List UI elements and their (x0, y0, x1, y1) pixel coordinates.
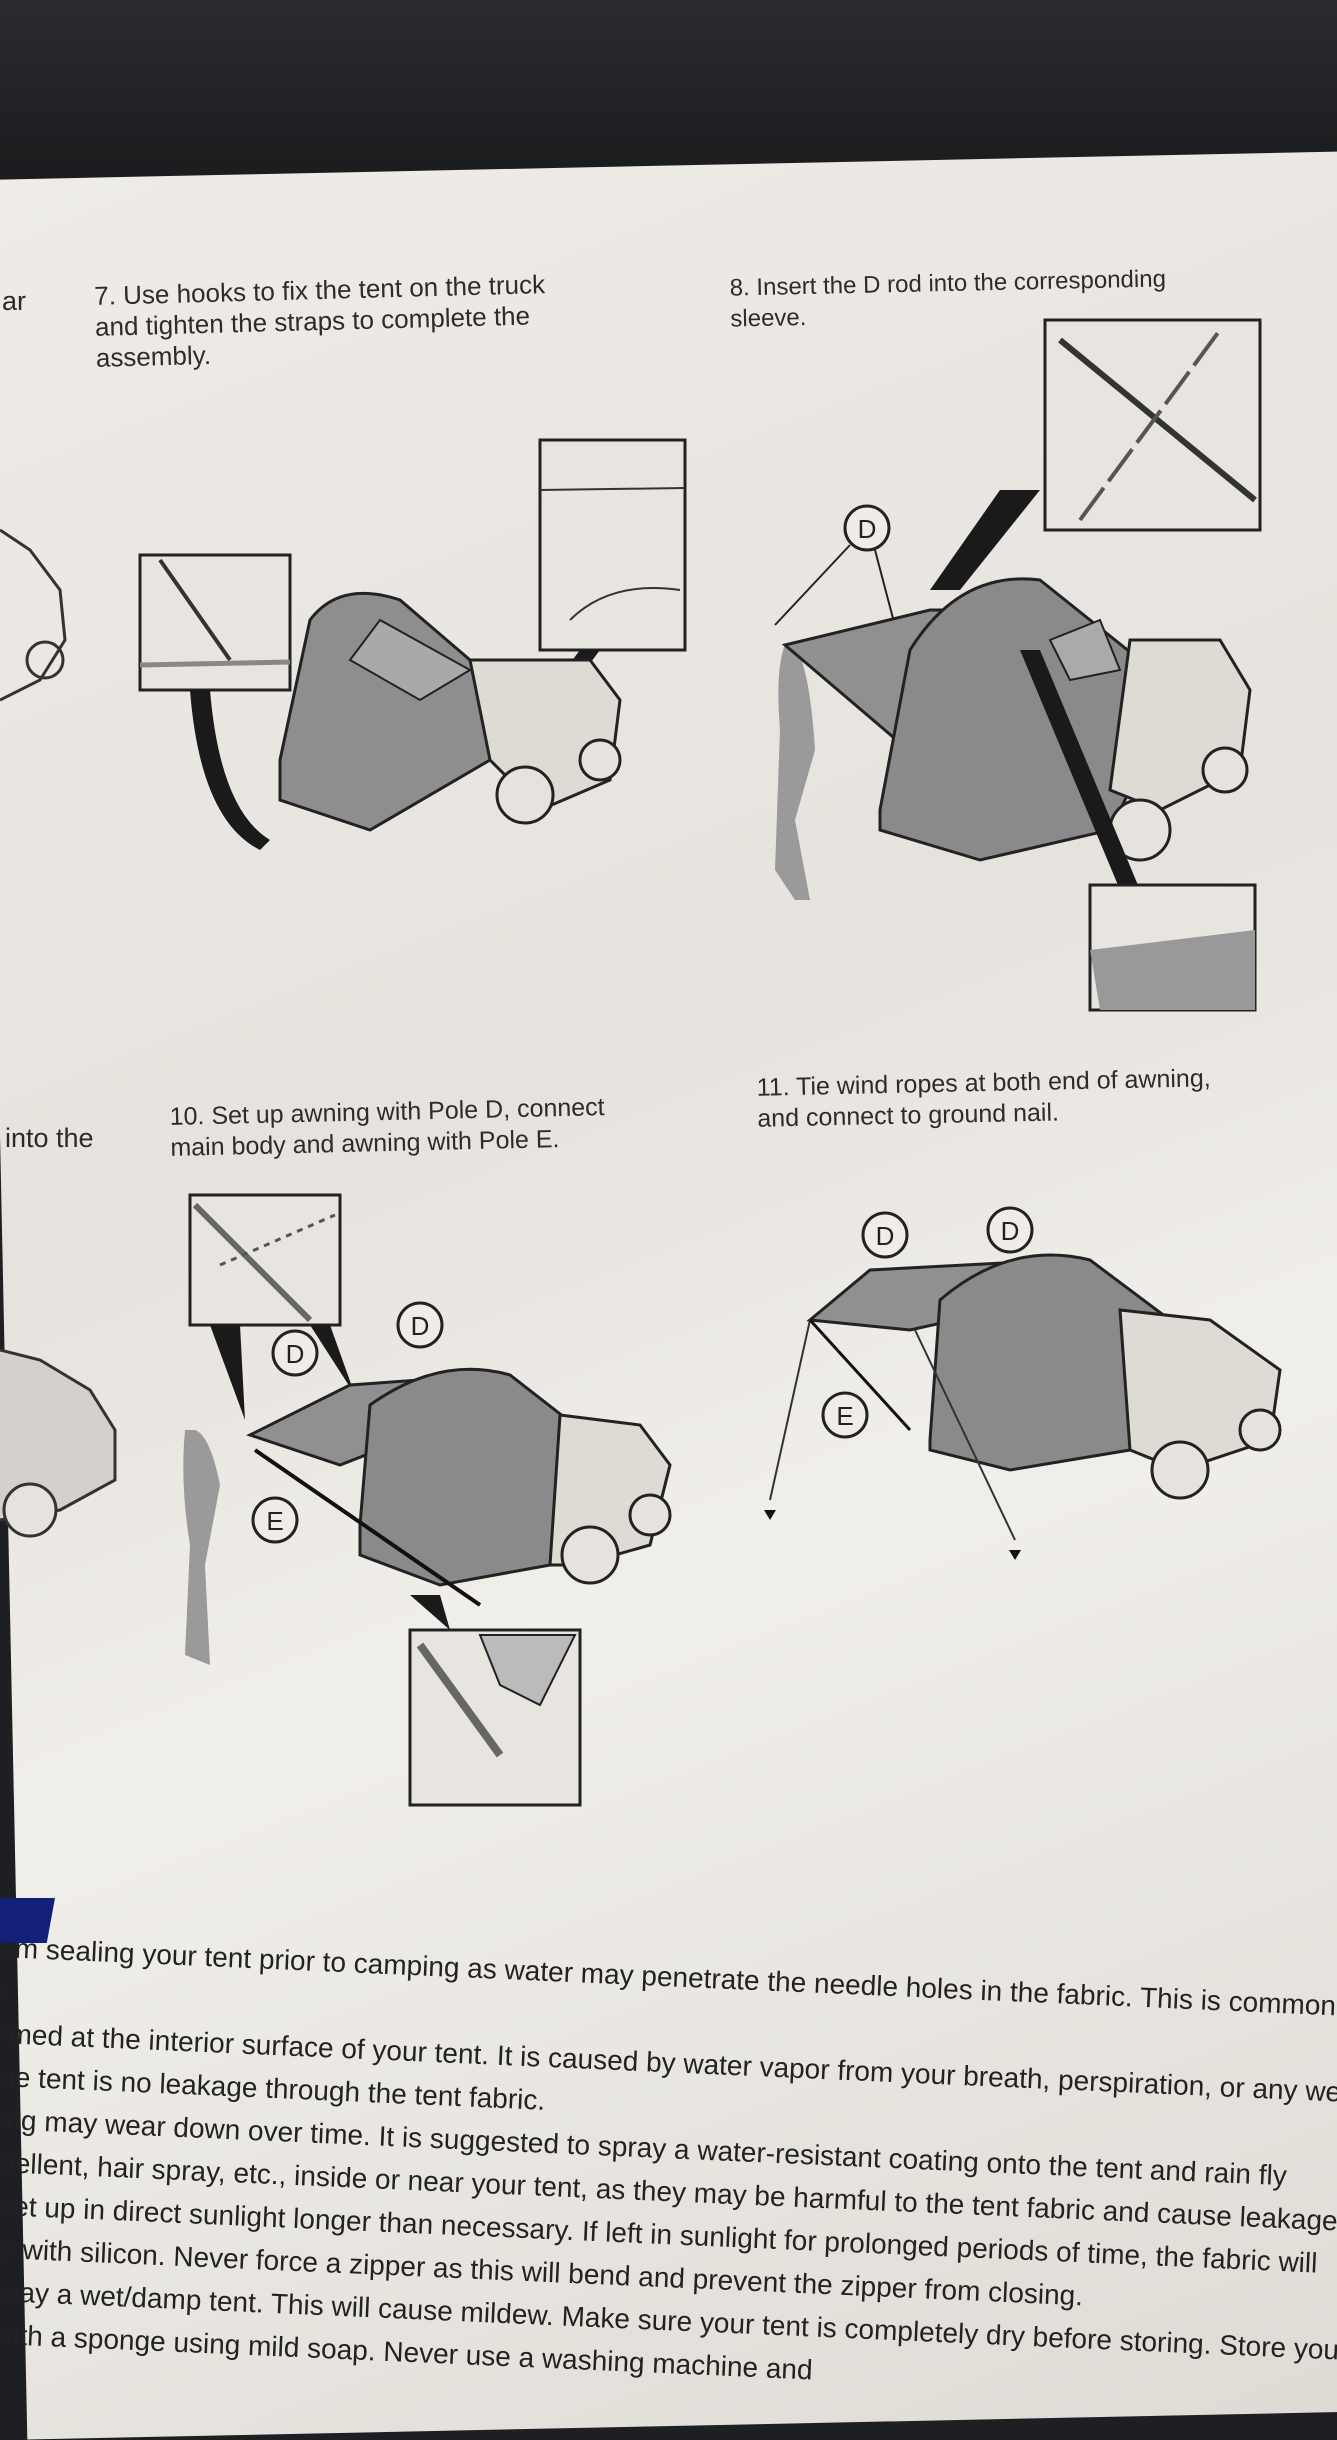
ground-nail-icon (764, 1510, 1021, 1560)
section-tab-marker (0, 1898, 55, 1943)
inset-strap-detail (538, 438, 687, 652)
pole-d-label: D (411, 1311, 430, 1341)
wind-rope (769, 1319, 811, 1501)
pole-e-label: E (836, 1401, 853, 1431)
step-10-illustration: D D E (183, 1193, 672, 1807)
inset-hook-detail (138, 553, 292, 692)
truck-illustration-partial (0, 1348, 117, 1538)
wind-rope (914, 1329, 1016, 1541)
person-silhouette (183, 1430, 220, 1665)
pole-d-label: D (286, 1339, 305, 1369)
person-silhouette (775, 645, 815, 900)
pole-d-label: D (1001, 1216, 1020, 1246)
pole-d-badge (843, 504, 891, 552)
step-11-illustration: D D E (764, 1206, 1282, 1560)
inset-pole-connector-detail (188, 1193, 342, 1327)
step-7-text: 7. Use hooks to fix the tent on the truc… (94, 269, 547, 374)
truck-illustration-partial (0, 528, 67, 702)
inset-rod-sleeve-detail (1043, 318, 1262, 532)
step-7-illustration (138, 438, 687, 850)
care-text-line: t. (0, 1975, 16, 2007)
partial-text: ar (2, 286, 27, 316)
step-11-text: 11. Tie wind ropes at both end of awning… (756, 1063, 1211, 1134)
partial-text: into the (5, 1123, 94, 1153)
step-8-illustration: D (774, 318, 1262, 1012)
pole-d-label: D (858, 514, 877, 544)
step-10-text: 10. Set up awning with Pole D, connect m… (169, 1092, 605, 1164)
pole-e-label: E (266, 1506, 283, 1536)
pole-d-label: D (876, 1221, 895, 1251)
